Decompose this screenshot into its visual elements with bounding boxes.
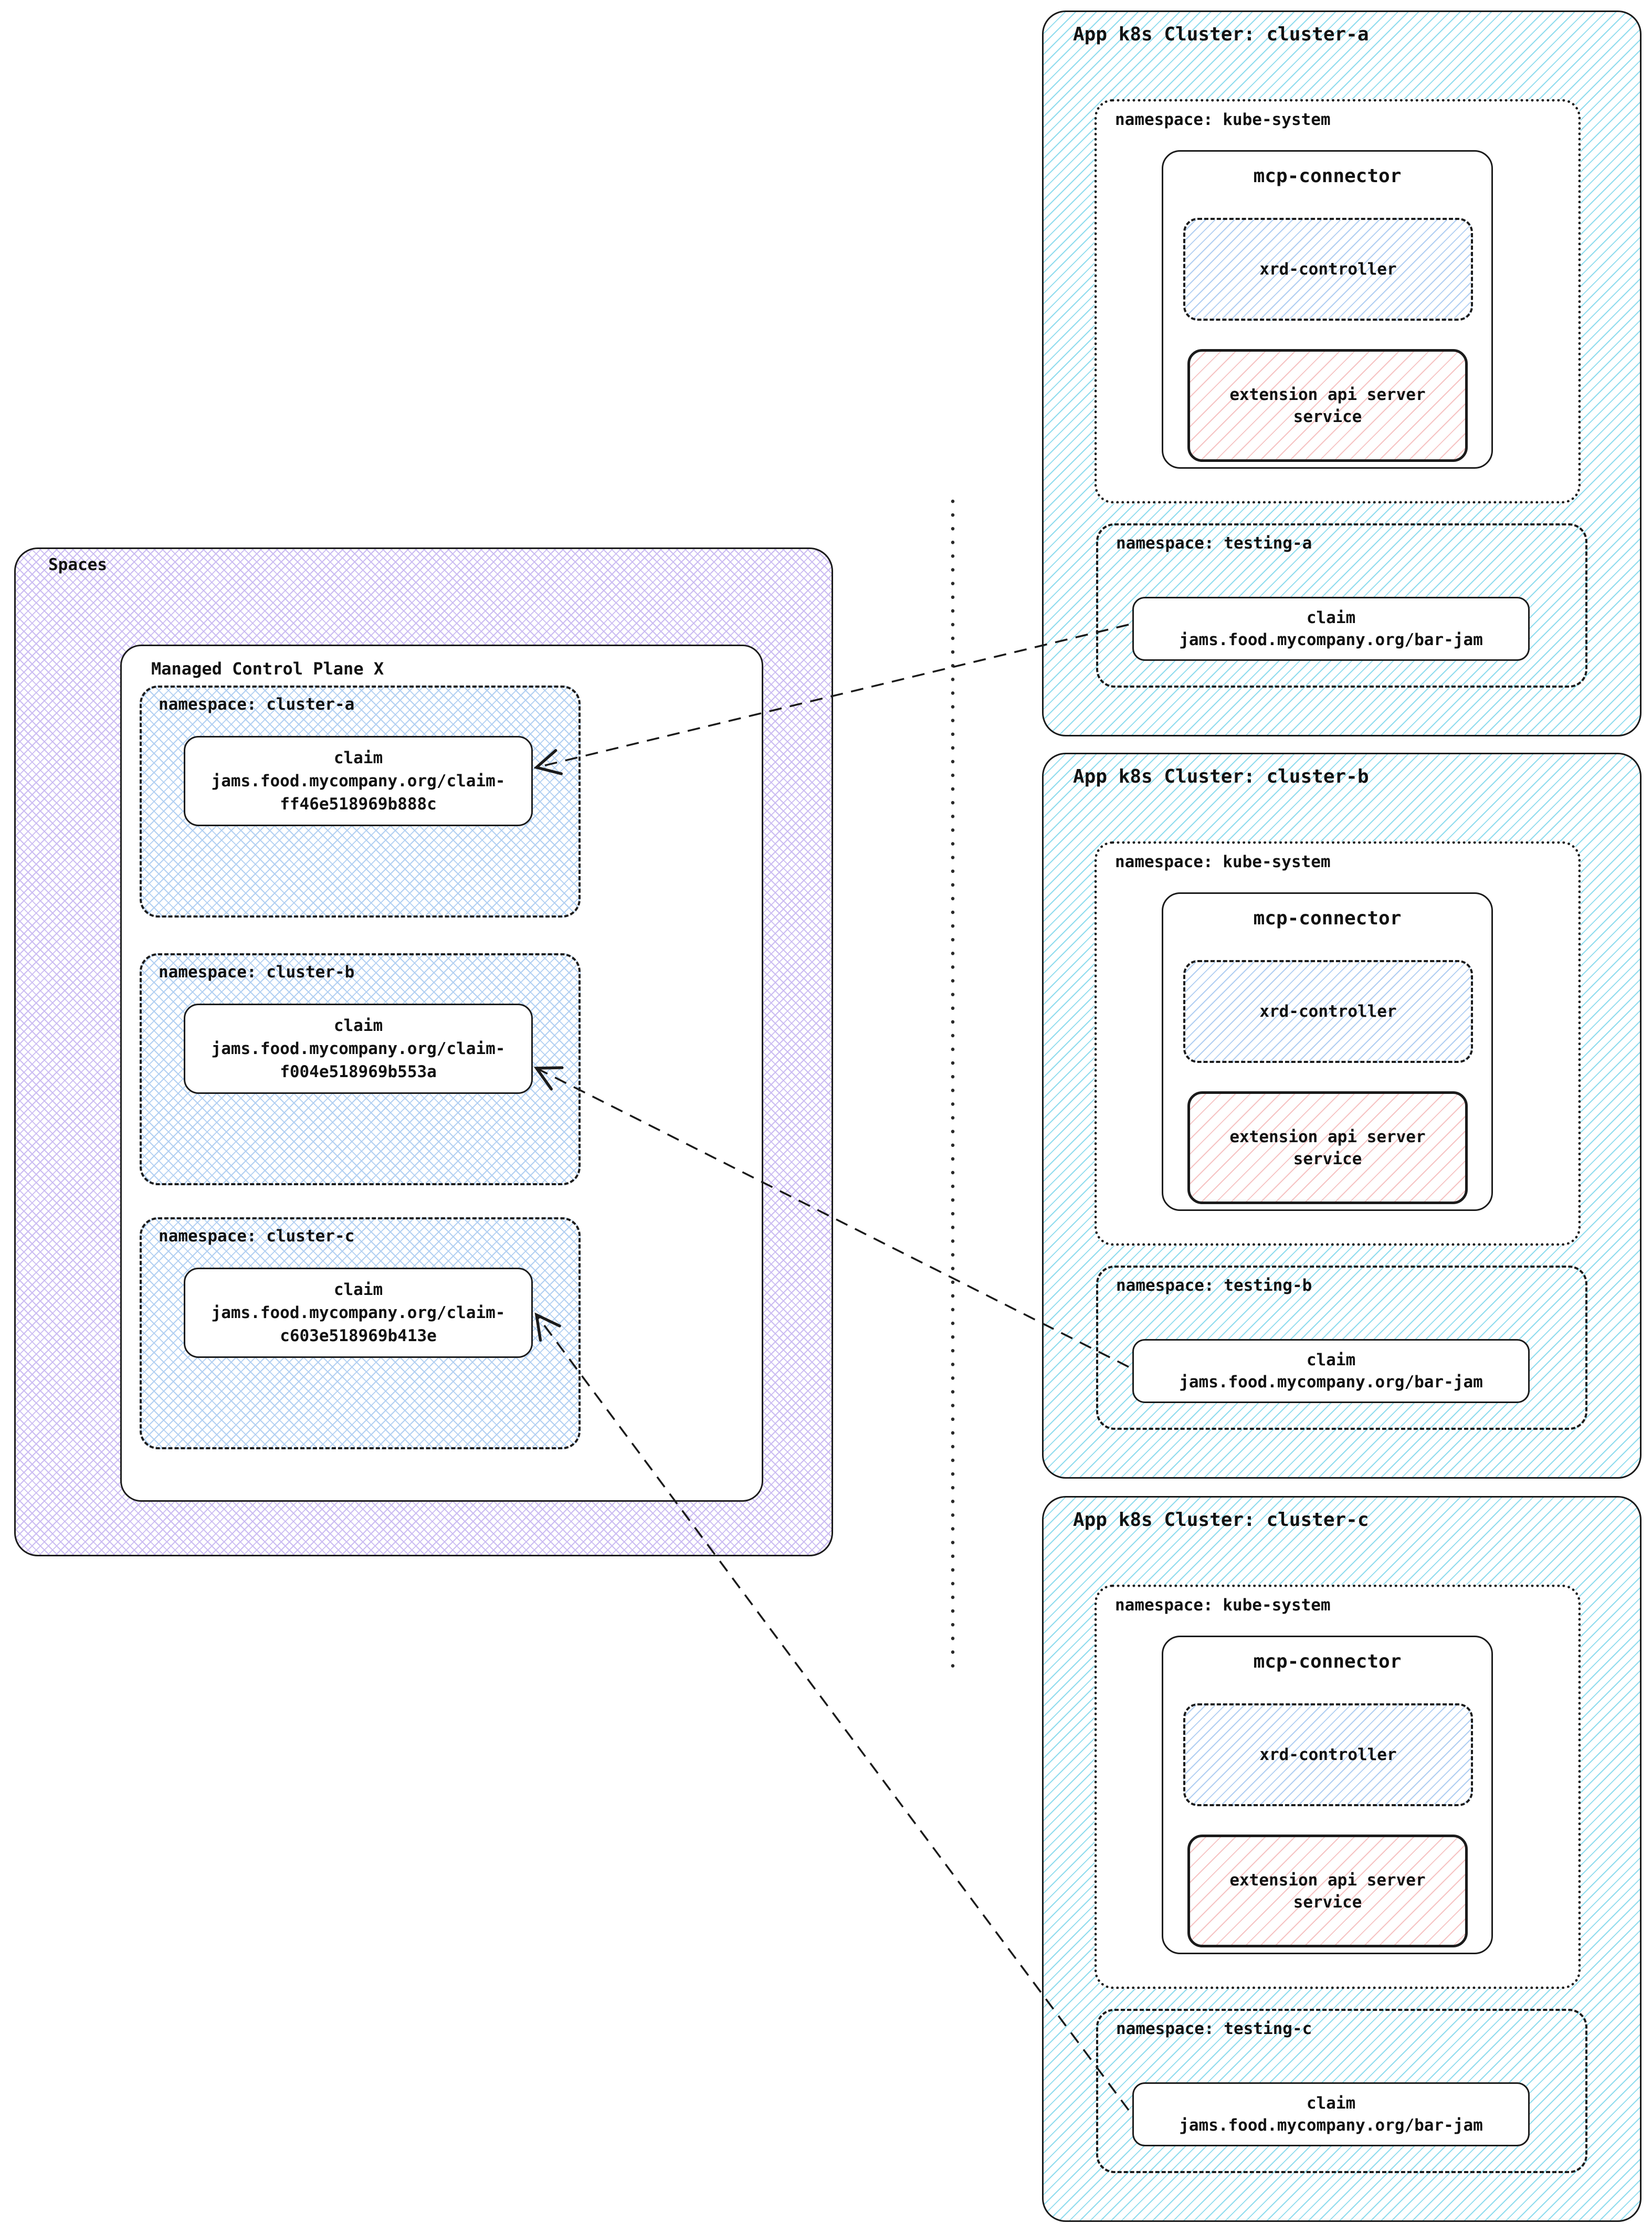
claim-resource: jams.food.mycompany.org/bar-jam [1179,2116,1483,2135]
claim-resource: jams.food.mycompany.org/bar-jam [1179,630,1483,649]
app-cluster-b-title: App k8s Cluster: cluster-b [1073,766,1369,787]
xrd-controller-box-b: xrd-controller [1183,960,1473,1063]
mcp-connector-label: mcp-connector [1253,908,1402,929]
mcp-connector-label: mcp-connector [1253,1651,1402,1672]
testing-a-namespace-label: namespace: testing-a [1116,534,1312,553]
kube-system-namespace-box-b: namespace: kube-system mcp-connector xrd… [1095,841,1581,1246]
kube-system-namespace-label: namespace: kube-system [1115,852,1331,871]
managed-control-plane-label: Managed Control Plane X [151,659,384,679]
namespace-cluster-a-label: namespace: cluster-a [159,695,355,714]
app-cluster-a-box: App k8s Cluster: cluster-a namespace: ku… [1042,10,1642,736]
xrd-controller-label: xrd-controller [1259,1745,1397,1764]
claim-resource-line2: c603e518969b413e [280,1326,437,1345]
extension-api-server-box-c: extension api server service [1187,1835,1468,1947]
claim-title: claim [1306,608,1356,627]
testing-b-namespace-label: namespace: testing-b [1116,1276,1312,1295]
spaces-box: Spaces Managed Control Plane X namespace… [14,547,833,1556]
mcp-connector-box-c: mcp-connector xrd-controller extension a… [1162,1636,1493,1954]
testing-c-namespace-label: namespace: testing-c [1116,2019,1312,2038]
namespace-cluster-a-box: namespace: cluster-a claim jams.food.myc… [140,686,581,918]
claim-box-cluster-c: claim jams.food.mycompany.org/claim- c60… [184,1268,533,1358]
xrd-controller-box-a: xrd-controller [1183,218,1473,321]
claim-resource-line2: f004e518969b553a [280,1062,437,1081]
testing-a-namespace-box: namespace: testing-a claim jams.food.myc… [1096,523,1587,688]
claim-title: claim [333,1280,383,1299]
mcp-connector-box-a: mcp-connector xrd-controller extension a… [1162,150,1493,469]
app-cluster-b-box: App k8s Cluster: cluster-b namespace: ku… [1042,753,1642,1479]
claim-resource: jams.food.mycompany.org/bar-jam [1179,1373,1483,1392]
claim-title: claim [1306,1351,1356,1369]
namespace-cluster-b-label: namespace: cluster-b [159,963,355,982]
extension-api-server-box-a: extension api server service [1187,349,1468,462]
extension-api-server-label: extension api server service [1229,1127,1426,1168]
claim-resource-line1: jams.food.mycompany.org/claim- [211,1039,506,1058]
app-cluster-c-title: App k8s Cluster: cluster-c [1073,1509,1369,1531]
kube-system-namespace-label: namespace: kube-system [1115,110,1331,129]
xrd-controller-box-c: xrd-controller [1183,1703,1473,1806]
claim-box-cluster-a: claim jams.food.mycompany.org/claim- ff4… [184,736,533,826]
app-cluster-a-title: App k8s Cluster: cluster-a [1073,24,1369,45]
claim-title: claim [333,1016,383,1035]
claim-resource-line1: jams.food.mycompany.org/claim- [211,1303,506,1322]
extension-api-server-label: extension api server service [1229,385,1426,426]
kube-system-namespace-box-c: namespace: kube-system mcp-connector xrd… [1095,1585,1581,1989]
app-cluster-c-box: App k8s Cluster: cluster-c namespace: ku… [1042,1496,1642,2222]
xrd-controller-label: xrd-controller [1259,1002,1397,1021]
kube-system-namespace-label: namespace: kube-system [1115,1596,1331,1615]
managed-control-plane-box: Managed Control Plane X namespace: clust… [120,645,763,1502]
claim-box-testing-a: claim jams.food.mycompany.org/bar-jam [1132,597,1530,661]
claim-box-cluster-b: claim jams.food.mycompany.org/claim- f00… [184,1004,533,1094]
kube-system-namespace-box-a: namespace: kube-system mcp-connector xrd… [1095,99,1581,503]
claim-resource-line2: ff46e518969b888c [280,795,437,814]
extension-api-server-label: extension api server service [1229,1870,1426,1912]
testing-b-namespace-box: namespace: testing-b claim jams.food.myc… [1096,1266,1587,1430]
claim-box-testing-b: claim jams.food.mycompany.org/bar-jam [1132,1339,1530,1403]
xrd-controller-label: xrd-controller [1259,260,1397,279]
claim-resource-line1: jams.food.mycompany.org/claim- [211,772,506,791]
claim-title: claim [1306,2094,1356,2113]
extension-api-server-box-b: extension api server service [1187,1091,1468,1204]
namespace-cluster-c-label: namespace: cluster-c [159,1227,355,1246]
namespace-cluster-c-box: namespace: cluster-c claim jams.food.myc… [140,1217,581,1449]
mcp-connector-box-b: mcp-connector xrd-controller extension a… [1162,892,1493,1211]
claim-box-testing-c: claim jams.food.mycompany.org/bar-jam [1132,2082,1530,2146]
namespace-cluster-b-box: namespace: cluster-b claim jams.food.myc… [140,953,581,1185]
testing-c-namespace-box: namespace: testing-c claim jams.food.myc… [1096,2009,1587,2173]
spaces-label: Spaces [48,555,107,574]
claim-title: claim [333,749,383,767]
mcp-connector-label: mcp-connector [1253,165,1402,187]
